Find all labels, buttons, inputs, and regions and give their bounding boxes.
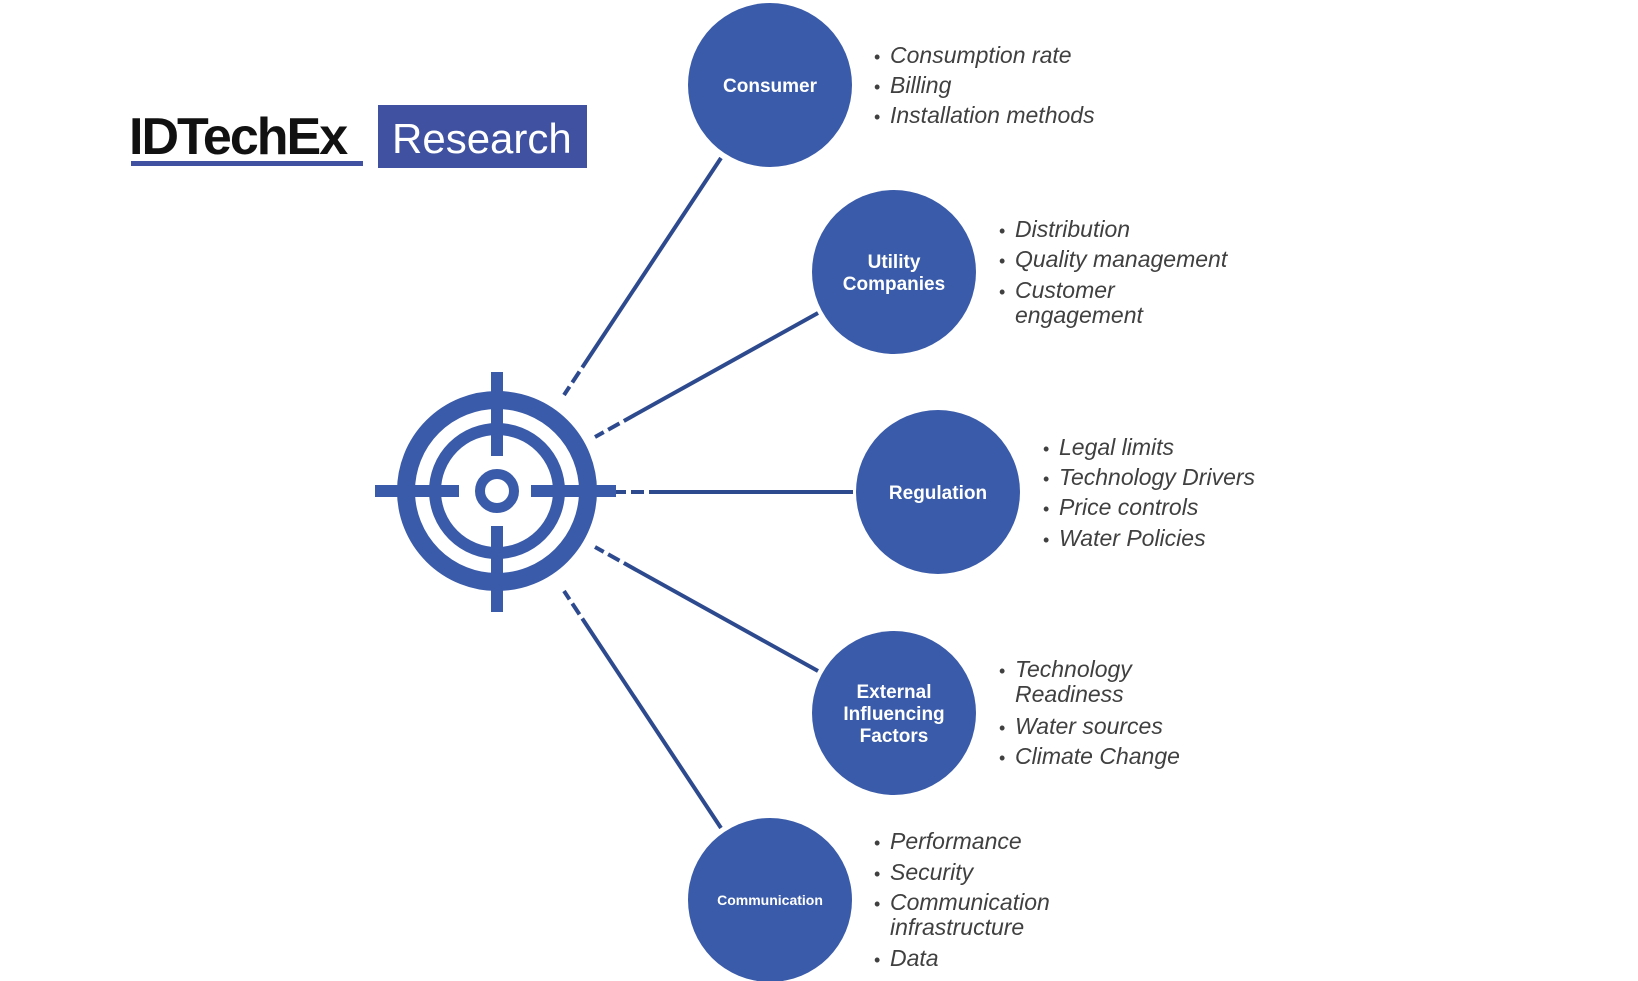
bullet-icon: •: [874, 950, 880, 970]
list-item: Data: [890, 945, 939, 971]
list-item: Security: [890, 859, 975, 885]
connector-line: [622, 561, 819, 673]
bullet-icon: •: [1043, 530, 1049, 550]
node-label: Utility: [868, 252, 921, 273]
bullet-icon: •: [874, 107, 880, 127]
bullet-icon: •: [1043, 469, 1049, 489]
bullet-icon: •: [874, 894, 880, 914]
node-circle: [812, 190, 976, 354]
list-item: Climate Change: [1015, 743, 1180, 769]
connector-line: [622, 311, 819, 423]
list-item: Legal limits: [1059, 434, 1175, 460]
bullet-icon: •: [999, 251, 1005, 271]
connector-dash: [607, 552, 621, 563]
logo-brand: IDTechEx: [129, 108, 348, 166]
idtechex-logo: IDTechEx Research: [129, 105, 587, 168]
list-item: Billing: [890, 72, 952, 98]
list-item: engagement: [1015, 302, 1144, 328]
list-item: Installation methods: [890, 102, 1095, 128]
node-circle: [688, 3, 852, 167]
node-circle: [812, 631, 976, 795]
bullet-icon: •: [999, 718, 1005, 738]
node-label: Regulation: [889, 483, 987, 504]
target-icon: [375, 372, 616, 612]
connector-dash: [594, 545, 605, 554]
list-item: Distribution: [1015, 216, 1130, 242]
logo-underline: [131, 161, 363, 166]
list-item: Technology: [1015, 656, 1133, 682]
node-label: Factors: [860, 726, 929, 747]
node-consumer: Consumer • Consumption rate • Billing • Instal…: [688, 3, 1095, 167]
connector-dash: [562, 589, 572, 601]
list-item: Technology Drivers: [1059, 464, 1256, 490]
list-item: Communication: [890, 889, 1050, 915]
node-label: Companies: [843, 274, 945, 295]
bullet-icon: •: [999, 661, 1005, 681]
list-item: Performance: [890, 828, 1022, 854]
list-item: Water Policies: [1059, 525, 1206, 551]
node-circle: [856, 410, 1020, 574]
list-item: Customer: [1015, 277, 1116, 303]
list-item: Price controls: [1059, 494, 1199, 520]
list-item: infrastructure: [890, 914, 1024, 940]
node-circle: [688, 818, 852, 981]
logo-box: [378, 105, 587, 168]
node-label: External: [857, 682, 932, 703]
list-item: Consumption rate: [890, 42, 1072, 68]
connector-dash: [607, 421, 621, 432]
bullet-icon: •: [999, 748, 1005, 768]
connector-line: [580, 617, 723, 830]
bullet-icon: •: [874, 77, 880, 97]
connector-line: [580, 156, 723, 369]
connector-dash: [562, 385, 572, 397]
node-regulation: Regulation • Legal limits • Technology Drive…: [856, 410, 1256, 574]
connectors: [562, 156, 853, 830]
nodes: Consumer • Consumption rate • Billing • Instal…: [688, 3, 1256, 981]
logo-suffix: Research: [392, 115, 572, 162]
node-label: Communication: [717, 892, 823, 908]
node-communication: Communication • Performance • Security • Commu…: [688, 818, 1050, 981]
bullet-icon: •: [874, 47, 880, 67]
connector-dash: [594, 430, 605, 439]
node-label: Influencing: [843, 704, 944, 725]
connector-dash: [570, 602, 582, 616]
connector-dash: [570, 370, 582, 384]
bullet-icon: •: [874, 833, 880, 853]
bullet-icon: •: [1043, 499, 1049, 519]
bullet-icon: •: [1043, 439, 1049, 459]
node-label: Consumer: [723, 76, 818, 97]
list-item: Readiness: [1015, 681, 1124, 707]
bullet-icon: •: [999, 282, 1005, 302]
bullet-icon: •: [874, 864, 880, 884]
bullet-icon: •: [999, 221, 1005, 241]
list-item: Quality management: [1015, 246, 1229, 272]
list-item: Water sources: [1015, 713, 1163, 739]
